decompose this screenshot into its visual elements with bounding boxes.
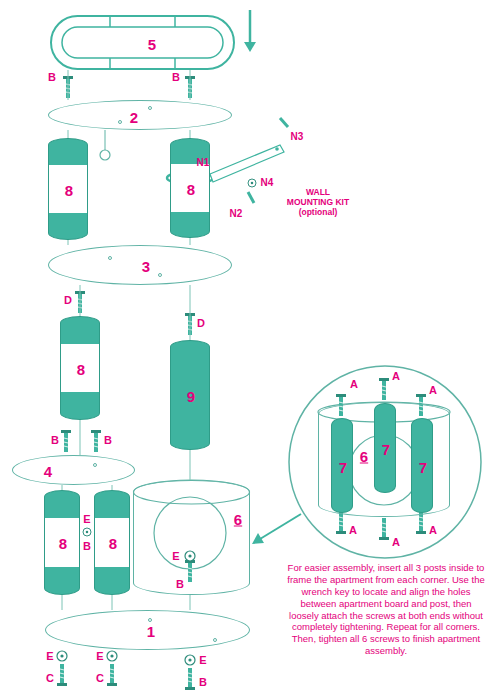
inset-pointer-arrow: [252, 514, 301, 544]
part-number: 7: [339, 460, 347, 475]
apartment-box: 6: [133, 480, 250, 595]
screw-letter: B: [51, 435, 59, 446]
alignment-line: [190, 130, 191, 138]
part-number: 6: [359, 449, 369, 464]
screw-letter: B: [104, 435, 112, 446]
post: 8: [48, 138, 88, 240]
screw-letter: A: [429, 385, 437, 396]
board-holes: [94, 107, 217, 642]
post: 7: [411, 418, 433, 513]
alignment-line: [190, 285, 191, 340]
cat-bed: 5: [50, 15, 235, 70]
screw-letter: B: [172, 72, 180, 83]
part-number: 4: [44, 464, 52, 479]
alignment-line: [190, 238, 191, 245]
part-number: 8: [109, 536, 117, 551]
screw-letter: D: [64, 295, 72, 306]
alignment-line: [112, 595, 113, 610]
apartment-opening: [134, 480, 250, 569]
detail-inset: [289, 366, 481, 558]
post: 7: [374, 403, 396, 493]
part-code: N3: [291, 132, 304, 142]
part-number: 1: [147, 624, 155, 639]
platform-board: 3: [48, 245, 232, 285]
post: 8: [60, 316, 100, 420]
screw-letter: A: [429, 525, 437, 536]
part-code: N2: [230, 209, 243, 219]
apartment-box: 6777: [318, 402, 450, 517]
part-number: 5: [148, 37, 156, 52]
alignment-line: [68, 240, 69, 245]
alignment-line: [80, 420, 81, 455]
part-number: 3: [142, 259, 150, 274]
screw-letter: B: [48, 72, 56, 83]
part-number: 8: [187, 182, 195, 197]
screw-letter: A: [392, 371, 400, 382]
base-board: 1: [45, 610, 250, 650]
alignment-line: [190, 595, 191, 610]
screw-letter: A: [392, 537, 400, 548]
washer-letter: E: [46, 651, 53, 662]
part-number: 2: [130, 110, 138, 125]
screw-letter: C: [96, 673, 104, 684]
screw-letter: A: [349, 525, 357, 536]
washer-letter: E: [172, 551, 179, 562]
kit-note: WALL MOUNTING KIT (optional): [285, 188, 351, 217]
hanging-ball: [100, 130, 110, 160]
alignment-line: [80, 285, 81, 316]
platform-board: 4: [12, 455, 135, 485]
direction-arrow: [244, 10, 256, 52]
post: 8: [94, 490, 130, 595]
screw-letter: B: [83, 541, 91, 552]
part-number: 9: [187, 389, 195, 404]
screw-letter: A: [350, 379, 358, 390]
alignment-line: [190, 450, 191, 480]
part-number: 8: [59, 536, 67, 551]
screw-letter: C: [46, 673, 54, 684]
part-code: N1: [197, 158, 210, 168]
part-number: 8: [65, 183, 73, 198]
washer-letter: E: [83, 514, 90, 525]
screw-letter: B: [199, 677, 207, 688]
part-number: 6: [233, 512, 243, 527]
instruction-note: For easier assembly, insert all 3 posts …: [287, 562, 485, 657]
alignment-line: [68, 70, 69, 100]
alignment-line: [68, 130, 69, 138]
part-number: 8: [77, 362, 85, 377]
part-code: N4: [261, 178, 274, 188]
bed-ring: [62, 16, 223, 69]
part-number: 7: [419, 460, 427, 475]
post: 8: [170, 138, 210, 238]
washer-letter: E: [96, 651, 103, 662]
part-number: 7: [382, 442, 390, 457]
platform-board: 2: [48, 100, 232, 130]
post: 7: [331, 418, 353, 513]
screw-letter: B: [176, 579, 184, 590]
alignment-line: [62, 595, 63, 610]
post: 8: [44, 490, 80, 595]
post: 9: [170, 340, 210, 450]
washer-letter: E: [199, 655, 206, 666]
alignment-line: [190, 70, 191, 100]
screw-letter: D: [197, 318, 205, 329]
